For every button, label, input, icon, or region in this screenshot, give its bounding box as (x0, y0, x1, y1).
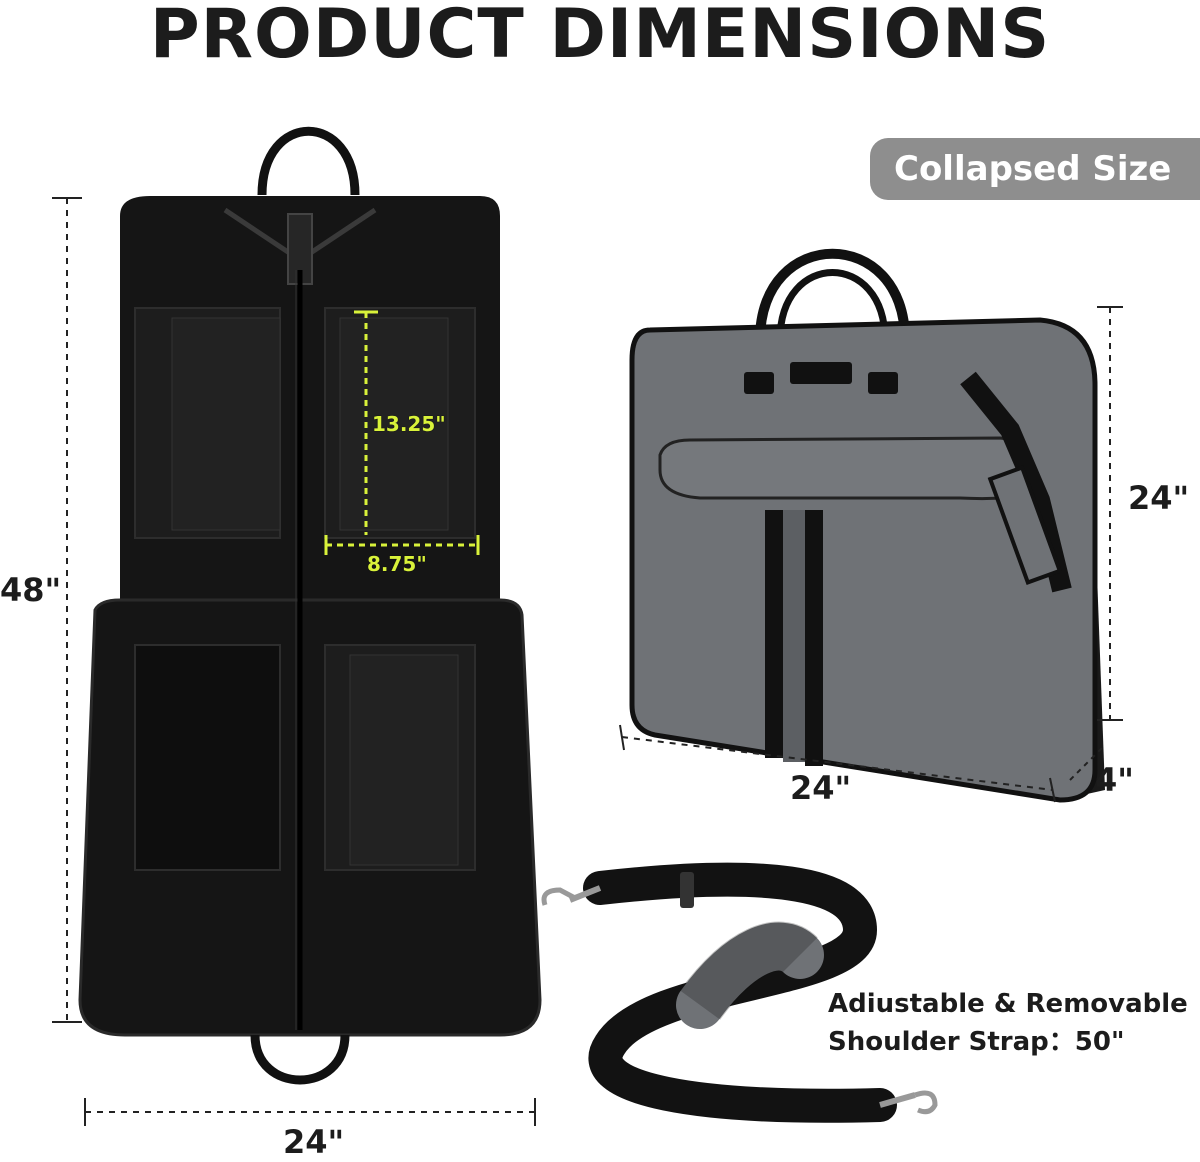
collapsed-width-label: 24" (790, 769, 852, 807)
collapsed-depth-label: 4" (1095, 761, 1134, 799)
shoulder-strap (541, 862, 938, 1123)
pocket-dimension-lines (324, 310, 480, 555)
dimension-lines-collapsed (619, 306, 1123, 803)
collapsed-garment-bag (629, 248, 1105, 803)
pocket-height-label: 13.25" (372, 412, 446, 436)
strap-caption-line1: Adiustable & Removable (828, 989, 1188, 1019)
collapsed-size-badge: Collapsed Size (870, 138, 1200, 200)
unfolded-width-label: 24" (283, 1123, 345, 1161)
pocket-width-label: 8.75" (367, 552, 427, 576)
unfolded-garment-bag (78, 126, 542, 1085)
page-title: PRODUCT DIMENSIONS (149, 0, 1051, 74)
dimension-lines-unfolded (52, 197, 536, 1126)
unfolded-height-label: 48" (0, 571, 62, 609)
collapsed-height-label: 24" (1128, 479, 1190, 517)
strap-caption: Adiustable & Removable Shoulder Strap：50… (828, 985, 1188, 1061)
strap-caption-line2: Shoulder Strap：50" (828, 1027, 1125, 1057)
